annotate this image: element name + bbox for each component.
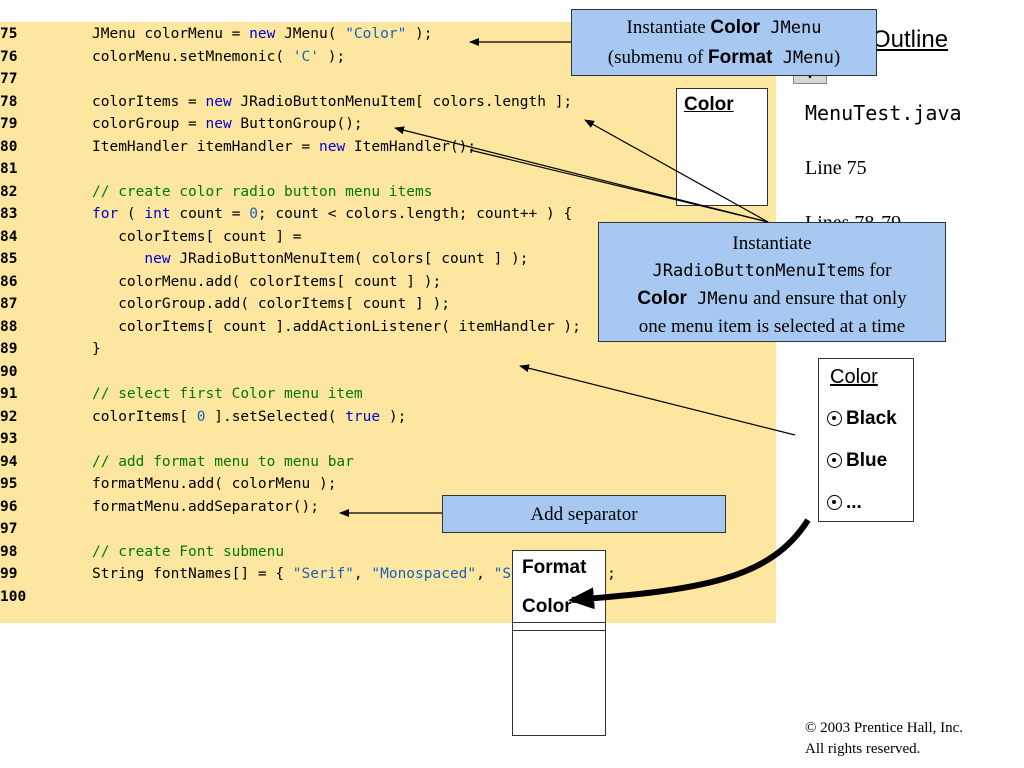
line-number: 79 [0, 116, 18, 132]
line-number: 92 [0, 408, 18, 425]
code-line: 79 colorGroup = new ButtonGroup(); [0, 113, 776, 135]
code-line: 92 colorItems[ 0 ].setSelected( true ); [0, 406, 776, 428]
code-line: 95 formatMenu.add( colorMenu ); [0, 473, 776, 495]
code-line: 94 // add format menu to menu bar [0, 451, 776, 473]
code-text: formatMenu.addSeparator(); [92, 498, 319, 515]
code-text: for ( int count = 0; count < colors.leng… [92, 206, 573, 222]
line-number: 89 [0, 341, 18, 357]
line-number: 83 [0, 206, 18, 222]
color-submenu [818, 358, 914, 522]
code-text: // add format menu to menu bar [92, 453, 354, 470]
code-line: 100 [0, 586, 776, 608]
format-menu-separator [512, 630, 606, 631]
line-number: 94 [0, 453, 18, 470]
copyright-notice: © 2003 Prentice Hall, Inc. All rights re… [805, 720, 964, 757]
line-number: 76 [0, 48, 18, 65]
code-line: 98 // create Font submenu [0, 541, 776, 563]
code-line: 85 new JRadioButtonMenuItem( colors[ cou… [0, 248, 776, 270]
code-line: 76 colorMenu.setMnemonic( 'C' ); [0, 46, 776, 68]
radio-selected-icon [827, 411, 842, 427]
radio-icon [827, 495, 842, 511]
line-number: 84 [0, 228, 18, 245]
code-text: colorGroup = new ButtonGroup(); [92, 116, 363, 132]
color-submenu-title: Color [830, 366, 878, 388]
line-number: 95 [0, 476, 18, 492]
line-number: 88 [0, 318, 18, 335]
line-number: 91 [0, 386, 18, 402]
code-line: 86 colorMenu.add( colorItems[ count ] ); [0, 271, 776, 293]
code-text: colorItems[ count ] = [92, 228, 302, 245]
code-text: new JRadioButtonMenuItem( colors[ count … [144, 251, 529, 267]
color-menu-preview-label: Color [684, 94, 734, 115]
code-line: 82 // create color radio button menu item… [0, 181, 776, 203]
code-text: colorMenu.setMnemonic( 'C' ); [92, 48, 346, 65]
code-line: 90 [0, 361, 776, 383]
color-item-blue[interactable]: Blue [827, 450, 887, 472]
line-number: 75 [0, 26, 18, 42]
code-text: colorGroup.add( colorItems[ count ] ); [92, 296, 450, 312]
line-number: 77 [0, 71, 18, 87]
code-text: JMenu colorMenu = new JMenu( "Color" ); [92, 26, 433, 42]
line-number: 78 [0, 93, 18, 110]
code-line: 87 colorGroup.add( colorItems[ count ] )… [0, 293, 776, 315]
outline-line75: Line 75 [805, 157, 867, 179]
code-line: 77 [0, 68, 776, 90]
line-number: 87 [0, 296, 18, 312]
code-line: 91 // select first Color menu item [0, 383, 776, 405]
format-menu-title: Format [522, 557, 587, 578]
color-item-more[interactable]: ... [827, 492, 862, 514]
callout-instantiate-radio-items: Instantiate JRadioButtonMenuItems for Co… [598, 222, 946, 342]
code-line: 81 [0, 158, 776, 180]
callout-instantiate-color-jmenu: Instantiate Color JMenu (submenu of Form… [571, 9, 877, 76]
code-line: 96 formatMenu.addSeparator(); [0, 496, 776, 518]
code-line: 80 ItemHandler itemHandler = new ItemHand… [0, 136, 776, 158]
code-line: 78 colorItems = new JRadioButtonMenuItem[… [0, 91, 776, 113]
code-text: formatMenu.add( colorMenu ); [92, 476, 337, 492]
code-line: 93 [0, 428, 776, 450]
code-text: // create Font submenu [92, 543, 285, 560]
code-text: colorMenu.add( colorItems[ count ] ); [92, 273, 442, 290]
code-text: // select first Color menu item [92, 386, 363, 402]
line-number: 96 [0, 498, 18, 515]
code-line: 75 JMenu colorMenu = new JMenu( "Color" )… [0, 23, 776, 45]
line-number: 80 [0, 138, 18, 155]
outline-title[interactable]: Outline [872, 26, 949, 53]
line-number: 97 [0, 521, 18, 537]
code-line: 84 colorItems[ count ] = [0, 226, 776, 248]
code-line: 97 [0, 518, 776, 540]
code-text: colorItems = new JRadioButtonMenuItem[ c… [92, 93, 573, 110]
format-menu-separator-top [512, 622, 606, 623]
color-item-black[interactable]: Black [827, 408, 897, 430]
line-number: 100 [0, 588, 27, 605]
outline-filename: MenuTest.java [805, 101, 962, 125]
line-number: 85 [0, 251, 18, 267]
line-number: 93 [0, 431, 18, 447]
code-text: ItemHandler itemHandler = new ItemHandle… [92, 138, 477, 155]
code-text: } [92, 341, 101, 357]
code-line: 89} [0, 338, 776, 360]
code-text: colorItems[ 0 ].setSelected( true ); [92, 408, 407, 425]
line-number: 82 [0, 183, 18, 200]
format-menu-color-item[interactable]: Color [522, 596, 572, 617]
code-line: 88 colorItems[ count ].addActionListener… [0, 316, 776, 338]
line-number: 86 [0, 273, 18, 290]
callout-add-separator: Add separator [442, 495, 726, 533]
line-number: 99 [0, 566, 18, 582]
line-number: 90 [0, 363, 18, 380]
line-number: 81 [0, 161, 18, 177]
code-text: // create color radio button menu items [92, 183, 433, 200]
code-text: colorItems[ count ].addActionListener( i… [92, 318, 581, 335]
line-number: 98 [0, 543, 18, 560]
radio-icon [827, 453, 842, 469]
